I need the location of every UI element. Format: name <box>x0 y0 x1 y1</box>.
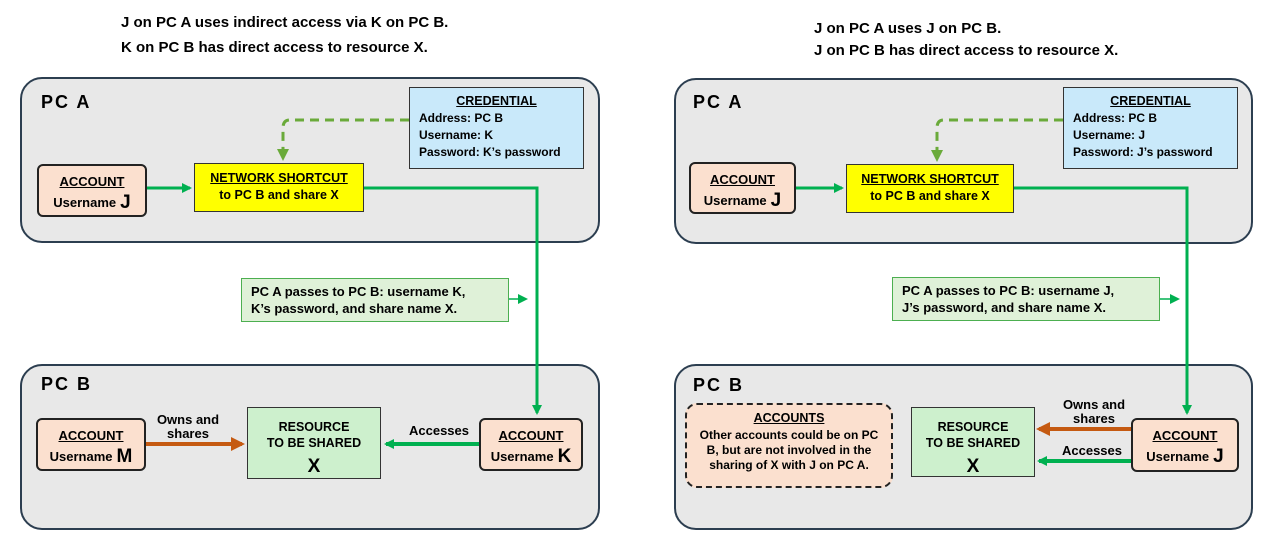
resource-line2: TO BE SHARED <box>266 436 362 450</box>
resource-x-label: X <box>307 456 321 477</box>
credential-password: Password: J’s password <box>1073 145 1213 159</box>
right-network-shortcut: NETWORK SHORTCUT to PC B and share X <box>846 164 1014 213</box>
left-pc-a-title: PC A <box>41 92 92 112</box>
left-credential-box: CREDENTIAL Address: PC B Username: K Pas… <box>409 87 584 169</box>
credential-password: Password: K’s password <box>419 145 561 159</box>
credential-username: Username: J <box>1073 128 1146 142</box>
right-caption-line1: J on PC A uses J on PC B. <box>814 20 1002 37</box>
account-heading: ACCOUNT <box>59 174 125 189</box>
right-owns-label: Owns and shares <box>1062 397 1126 426</box>
left-credential-link <box>277 118 409 161</box>
left-pc-b-title: PC B <box>41 374 93 394</box>
left-network-shortcut: NETWORK SHORTCUT to PC B and share X <box>194 163 364 212</box>
right-resource-x: RESOURCE TO BE SHARED X <box>911 407 1035 477</box>
accounts-body: Other accounts could be on PC B, but are… <box>699 428 879 472</box>
credential-address: Address: PC B <box>419 111 504 125</box>
left-caption-line2: K on PC B has direct access to resource … <box>121 39 428 56</box>
right-credential-link <box>931 118 1063 162</box>
credential-heading: CREDENTIAL <box>456 94 537 108</box>
left-resource-x: RESOURCE TO BE SHARED X <box>247 407 381 479</box>
credential-heading: CREDENTIAL <box>1110 94 1191 108</box>
left-owns-label: Owns and shares <box>156 412 220 441</box>
account-heading: ACCOUNT <box>498 428 564 443</box>
resource-x-label: X <box>966 456 980 477</box>
account-heading: ACCOUNT <box>710 172 775 187</box>
network-shortcut-heading: NETWORK SHORTCUT <box>861 172 999 186</box>
account-heading: ACCOUNT <box>1152 428 1218 443</box>
network-shortcut-sub: to PC B and share X <box>219 188 339 202</box>
right-accesses-label: Accesses <box>1062 443 1122 458</box>
right-other-accounts-note: ACCOUNTS Other accounts could be on PC B… <box>685 403 893 488</box>
credential-address: Address: PC B <box>1073 111 1158 125</box>
right-pc-b-title: PC B <box>693 375 745 395</box>
right-passes-note: PC A passes to PC B: username J, J’s pas… <box>892 277 1160 321</box>
right-pc-a-title: PC A <box>693 92 744 112</box>
right-shortcut-to-j-arrow <box>1014 186 1192 415</box>
credential-username: Username: K <box>419 128 494 142</box>
left-passes-note: PC A passes to PC B: username K, K’s pas… <box>241 278 509 322</box>
left-accesses-label: Accesses <box>409 423 469 438</box>
network-shortcut-heading: NETWORK SHORTCUT <box>210 171 348 185</box>
left-caption-line1: J on PC A uses indirect access via K on … <box>121 14 449 31</box>
resource-line2: TO BE SHARED <box>925 436 1021 450</box>
network-shortcut-sub: to PC B and share X <box>870 189 990 203</box>
account-heading: ACCOUNT <box>58 428 124 443</box>
right-credential-box: CREDENTIAL Address: PC B Username: J Pas… <box>1063 87 1238 169</box>
resource-line1: RESOURCE <box>937 420 1009 434</box>
resource-line1: RESOURCE <box>278 420 350 434</box>
right-caption-line2: J on PC B has direct access to resource … <box>814 42 1119 59</box>
accounts-heading: ACCOUNTS <box>753 411 825 425</box>
left-shortcut-to-k-arrow <box>364 186 542 415</box>
